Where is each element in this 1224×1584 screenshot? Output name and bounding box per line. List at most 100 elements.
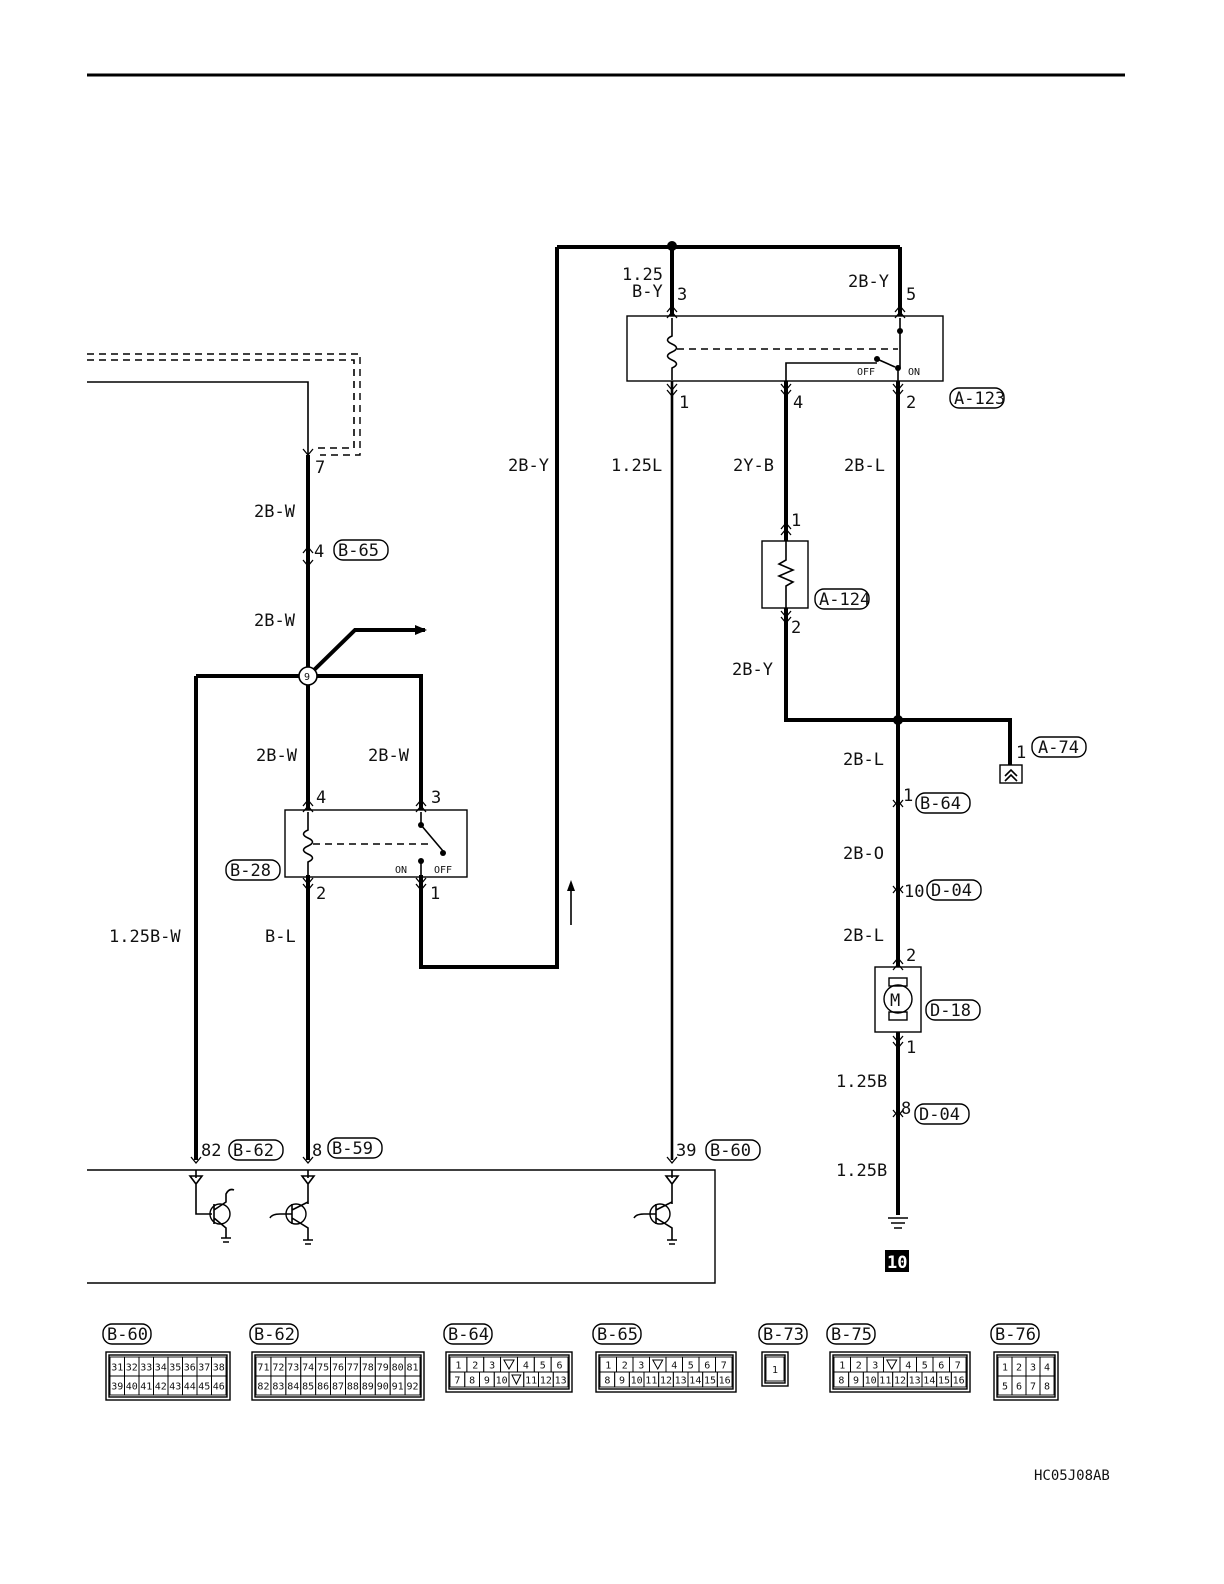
connector-marks [190,304,906,1165]
pin-a123-1: 1 [679,393,689,413]
legend-pin: 7 [955,1361,961,1372]
legend-pin: 76 [332,1363,344,1374]
label-b28: B-28 [230,861,271,881]
legend-pin: 89 [362,1382,374,1393]
legend-label: B-65 [597,1325,638,1345]
legend-pin: 85 [302,1382,314,1393]
legend-pin: 12 [540,1376,552,1387]
legend-pin: 2 [622,1361,628,1372]
wire-2bl-mid: 2B-L [843,750,884,770]
legend-pin: 11 [879,1376,891,1387]
wire-labels: 1.25 B-Y 2B-Y 2B-Y 1.25L 2Y-B 2B-L 2B-Y … [109,265,889,1181]
legend-pin: 75 [317,1363,329,1374]
pin-d18-1: 1 [906,1038,916,1058]
wire-2yb: 2Y-B [733,456,774,476]
legend-pin: 38 [213,1363,225,1374]
pin-a124-1: 1 [791,511,801,531]
legend-pin: 7 [454,1376,460,1387]
pin-b60-39: 39 [676,1141,696,1161]
legend-pin: 13 [675,1376,687,1387]
legend-pin: 43 [169,1382,181,1393]
resistor-a124 [761,540,809,609]
legend-pin: 86 [317,1382,329,1393]
legend-pin: 36 [184,1363,196,1374]
legend-pin: 11 [525,1376,537,1387]
legend-pin: 4 [905,1361,911,1372]
legend-pin: 6 [557,1361,563,1372]
ground-ref: 10 [887,1253,907,1273]
wires [87,241,1012,1215]
legend-pin: 5 [1002,1382,1008,1393]
wire-bl: B-L [265,927,296,947]
b28-on-label: ON [395,865,407,876]
legend-pin: 92 [407,1382,419,1393]
pin-a123-4: 4 [793,393,803,413]
wire-2bl-top: 2B-L [844,456,885,476]
legend-pin: 11 [645,1376,657,1387]
legend-pin: 3 [638,1361,644,1372]
legend-pin: 74 [302,1363,314,1374]
pin-b28-1: 1 [430,884,440,904]
legend-pin: 15 [704,1376,716,1387]
legend-pin: 8 [838,1376,844,1387]
legend-pin: 45 [198,1382,210,1393]
legend-pin: 7 [721,1361,727,1372]
legend-pin: 88 [347,1382,359,1393]
legend-label: B-64 [448,1325,489,1345]
figure-id: HC05J08AB [1034,1468,1110,1484]
splice-9: 9 [298,666,318,686]
pin-b64-1: 1 [903,786,913,806]
wire-2bw-1: 2B-W [254,502,296,522]
legend-pin: 6 [704,1361,710,1372]
legend-pin: 1 [605,1361,611,1372]
pin-a123-5: 5 [906,285,916,305]
legend-pin: 81 [407,1363,419,1374]
pin-d18-2: 2 [906,946,916,966]
legend-pin: 13 [555,1376,567,1387]
legend-pin: 1 [455,1361,461,1372]
legend-pin: 71 [257,1363,269,1374]
label-b59: B-59 [332,1139,373,1159]
label-b60: B-60 [710,1141,751,1161]
legend-pin: 72 [272,1363,284,1374]
label-b65: B-65 [338,541,379,561]
legend-pin: 12 [894,1376,906,1387]
wire-125l: 1.25L [611,456,662,476]
legend-pin: 2 [1016,1363,1022,1374]
legend-pin: 34 [155,1363,167,1374]
legend-pin: 1 [839,1361,845,1372]
legend-pin: 33 [140,1363,152,1374]
legend-label: B-73 [763,1325,804,1345]
legend-pin: 1 [1002,1363,1008,1374]
a123-off-label: OFF [857,367,875,378]
legend-pin: 37 [198,1363,210,1374]
legend-pin: 2 [472,1361,478,1372]
legend-pin: 5 [922,1361,928,1372]
legend-pin: 10 [865,1376,877,1387]
legend-pin: 87 [332,1382,344,1393]
legend-pin: 6 [1016,1382,1022,1393]
wire-2by-long: 2B-Y [508,456,549,476]
legend-pin: 10 [496,1376,508,1387]
legend-pin: 39 [111,1382,123,1393]
pin-7: 7 [315,458,325,478]
motor-symbol: M [890,991,900,1011]
motor-d18: M [874,966,922,1033]
wire-125by-line2: B-Y [632,282,663,302]
legend-pin: 9 [853,1376,859,1387]
legend-pin: 80 [392,1363,404,1374]
legend-pin: 16 [953,1376,965,1387]
pin-a124-2: 2 [791,618,801,638]
legend-pin: 14 [923,1376,935,1387]
wire-2bw-3: 2B-W [256,746,298,766]
legend-pin: 44 [184,1382,196,1393]
pin-a123-3: 3 [677,285,687,305]
legend-pin: 10 [631,1376,643,1387]
label-b62: B-62 [233,1141,274,1161]
wire-2by-resistor: 2B-Y [732,660,773,680]
